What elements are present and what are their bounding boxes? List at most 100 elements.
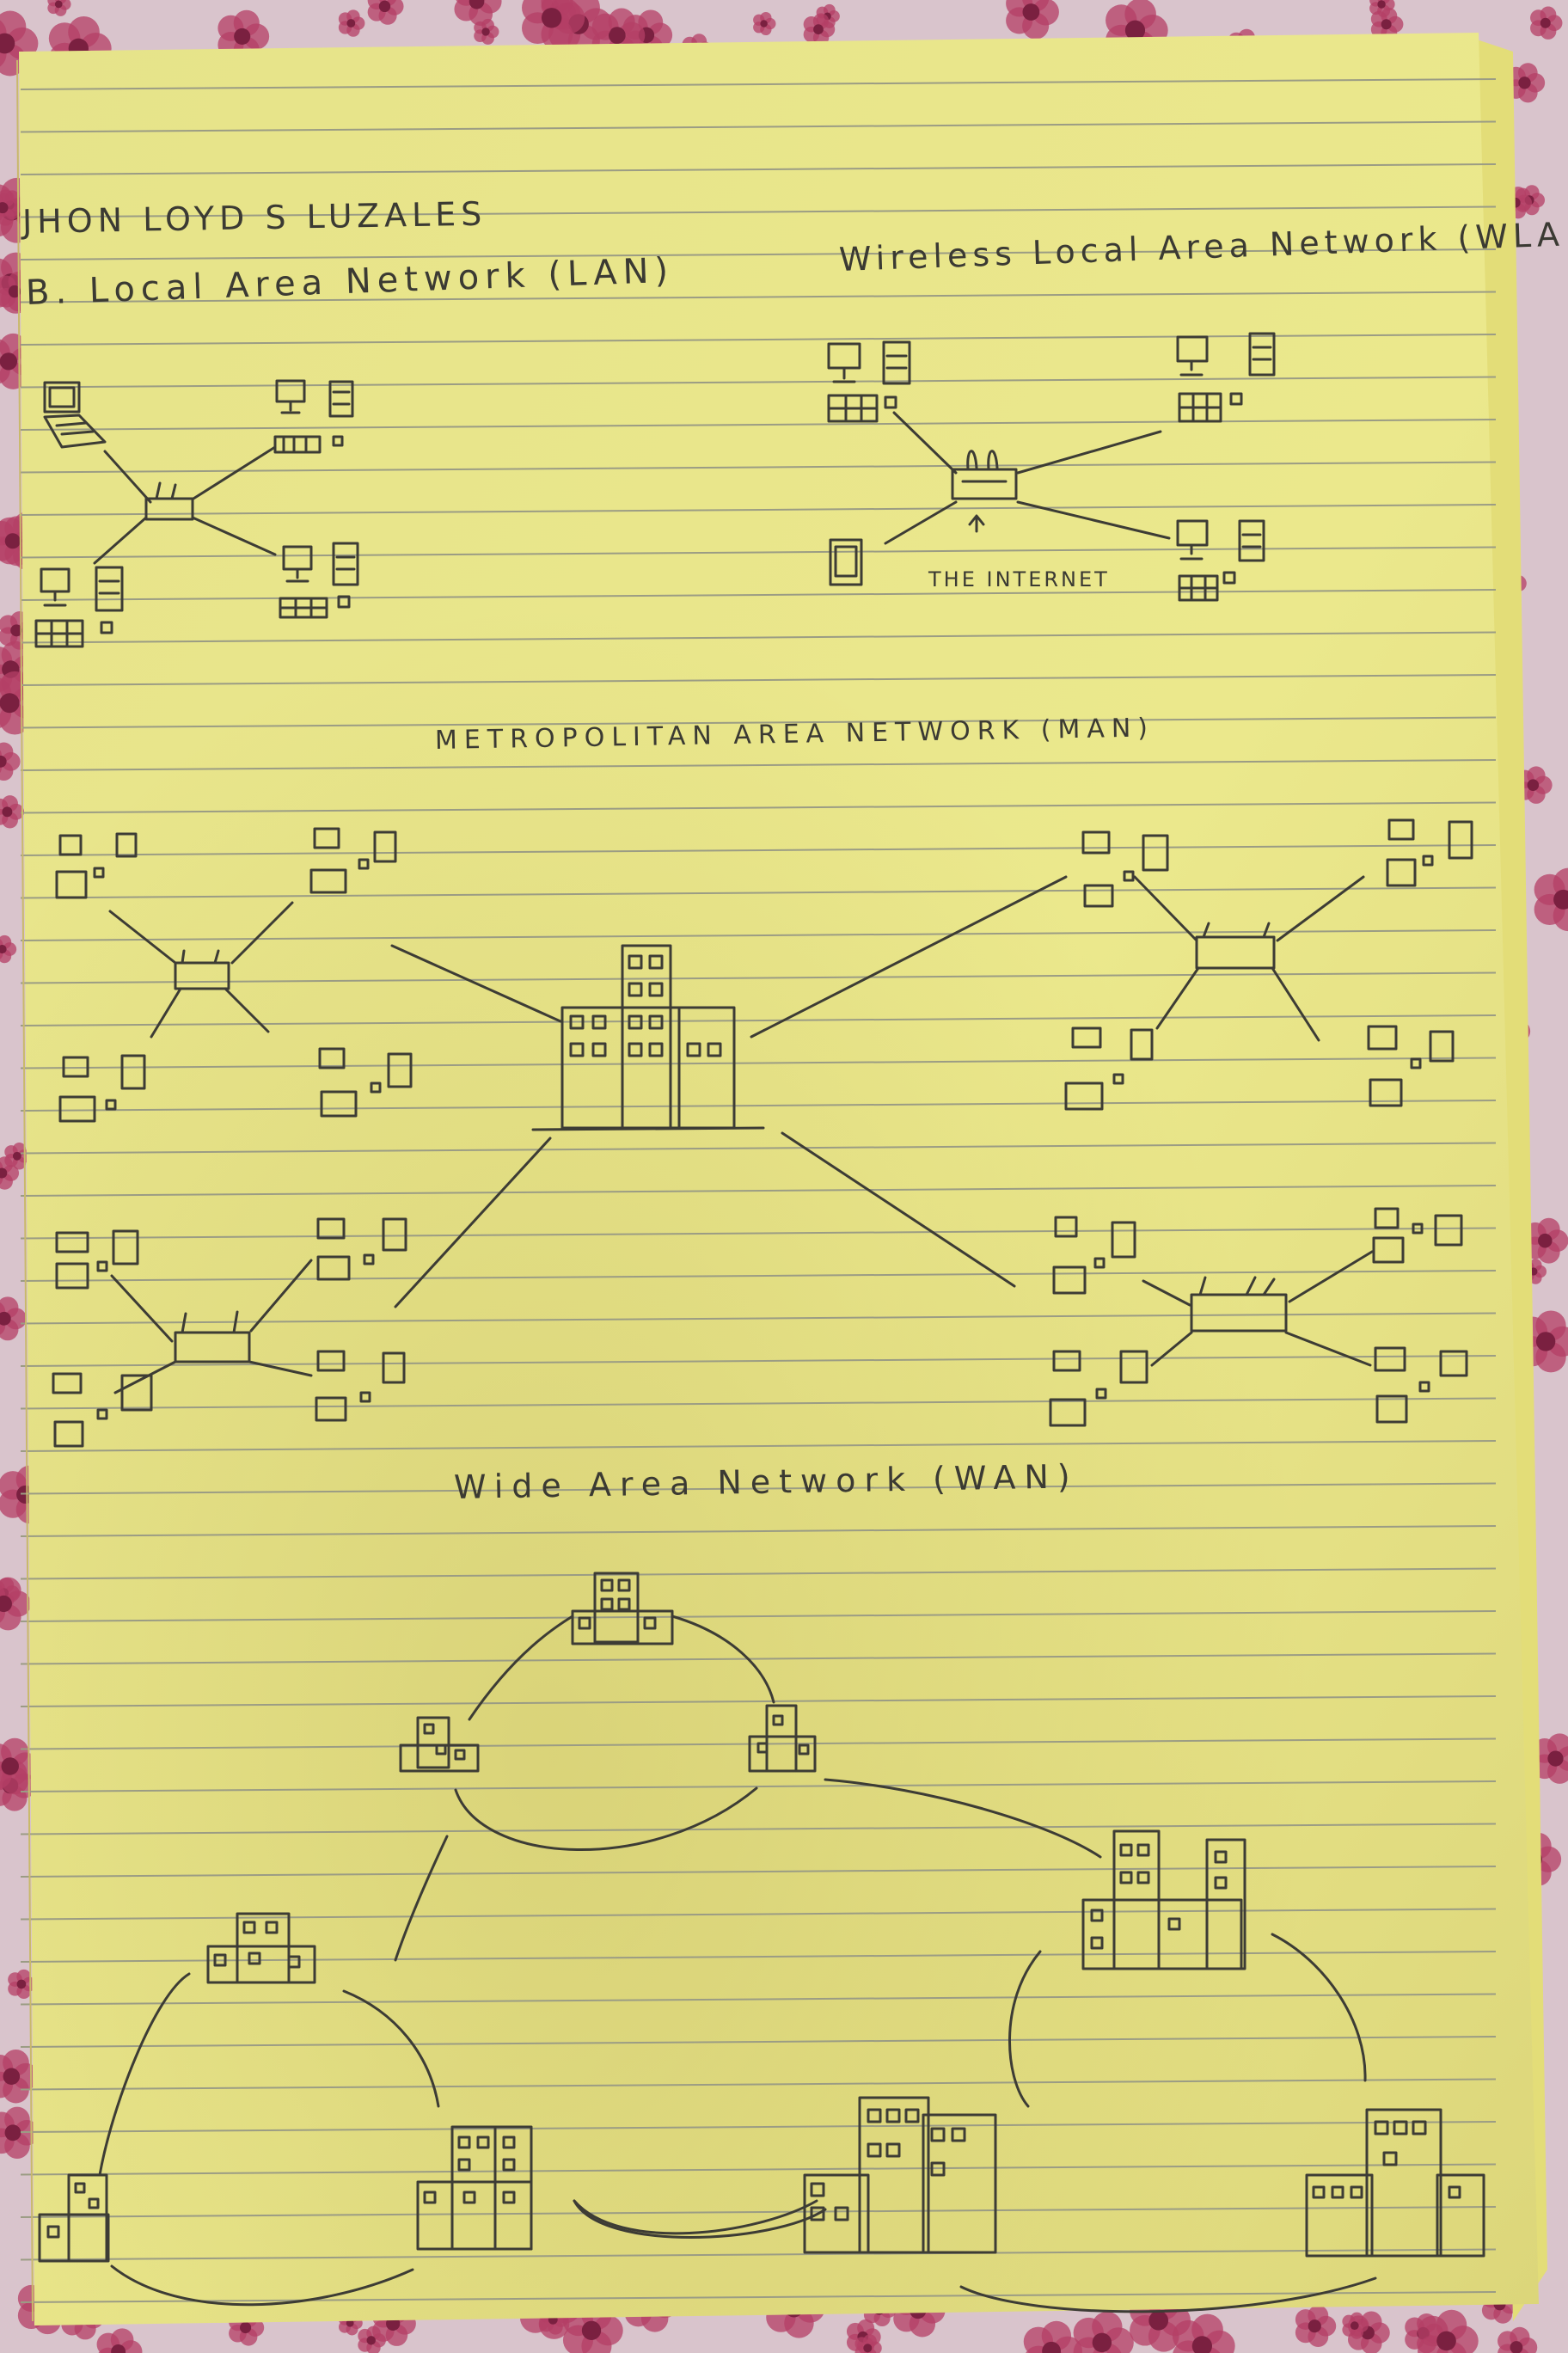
rule-line [20, 1567, 1497, 1580]
rule-line [20, 2206, 1497, 2218]
rule-line [20, 205, 1497, 218]
rule-line [20, 2121, 1497, 2133]
rule-line [20, 759, 1497, 771]
flower-icon [1498, 2326, 1538, 2353]
margin-line [16, 59, 34, 2322]
computer-icon [1176, 332, 1276, 423]
rule-line [20, 291, 1497, 303]
rule-line [20, 2248, 1497, 2261]
rule-line [20, 1440, 1497, 1452]
flower-icon [1006, 0, 1059, 40]
rule-line [20, 1270, 1497, 1282]
computer-icon [1386, 818, 1473, 887]
computer-icon [315, 1350, 406, 1422]
flower-icon [474, 18, 499, 45]
computer-icon [1049, 1350, 1148, 1427]
rule-line [20, 2078, 1497, 2091]
rule-line [20, 1652, 1497, 1665]
router-icon [174, 949, 230, 990]
flower-icon [1530, 6, 1563, 40]
rule-line [20, 1057, 1497, 1069]
flower-icon [1342, 2312, 1369, 2339]
man-diagram [52, 818, 1473, 1448]
flower-icon [1523, 1217, 1568, 1264]
flower-icon [1172, 2313, 1235, 2353]
flower-icon [1295, 2305, 1337, 2347]
computer-icon [279, 542, 359, 619]
building-icon [38, 2173, 110, 2263]
flower-icon [0, 2049, 40, 2104]
building-icon [206, 1912, 316, 1984]
building-icon [803, 2096, 997, 2254]
computer-icon [1372, 1207, 1463, 1264]
rule-line [20, 674, 1497, 686]
flower-icon [854, 2334, 882, 2353]
computer-icon [318, 1047, 413, 1118]
rule-line [20, 1823, 1497, 1835]
rule-line [20, 419, 1497, 431]
rule-line [20, 376, 1497, 389]
computer-icon [827, 340, 911, 423]
rule-line [20, 1100, 1497, 1112]
computer-icon [309, 827, 397, 894]
flower-icon [1023, 2320, 1082, 2353]
rule-line [20, 248, 1497, 260]
flower-icon [96, 2328, 143, 2353]
rule-line [20, 1482, 1497, 1495]
rule-line [20, 1695, 1497, 1707]
wlan-diagram [827, 332, 1276, 602]
wan-diagram [38, 1572, 1485, 2313]
man-lan-cluster [52, 1217, 407, 1448]
flower-icon [1534, 867, 1568, 932]
rule-line [20, 631, 1497, 644]
man-lan-cluster [55, 827, 413, 1123]
laptop-icon [43, 381, 107, 449]
rule-line [20, 120, 1497, 133]
rule-line [20, 1014, 1497, 1026]
computer-icon [1064, 1026, 1154, 1111]
rule-line [20, 504, 1497, 516]
flower-icon [1506, 63, 1546, 103]
man-lan-cluster [1064, 818, 1473, 1111]
computer-icon [1367, 1025, 1455, 1107]
flower-icon [1369, 0, 1395, 18]
rule-line [20, 1951, 1497, 1963]
lan-diagram [34, 379, 359, 648]
rule-line [20, 1312, 1497, 1325]
flower-icon [0, 934, 17, 964]
rule-line [20, 1142, 1497, 1155]
flower-icon [0, 742, 21, 781]
rule-line [20, 1908, 1497, 1921]
rule-line [20, 1866, 1497, 1878]
rule-line [20, 929, 1497, 941]
router-icon [1195, 922, 1276, 970]
internet-arrow-icon [968, 514, 985, 533]
rule-line [20, 1397, 1497, 1410]
rule-line [20, 2036, 1497, 2048]
internet-label: THE INTERNET [928, 567, 1110, 591]
rule-line [20, 844, 1497, 856]
router-icon [1190, 1276, 1288, 1333]
building-icon [399, 1716, 480, 1773]
flower-icon [0, 795, 25, 829]
flower-icon [367, 0, 404, 25]
computer-icon [1081, 830, 1169, 908]
building-icon [531, 944, 765, 1131]
computer-icon [58, 1054, 146, 1123]
building-icon [748, 1704, 817, 1773]
author-name: JHON LOYD S LUZALES [21, 194, 487, 241]
rule-line [20, 1610, 1497, 1622]
rule-line [20, 2163, 1497, 2176]
flower-icon [454, 0, 502, 27]
flower-icon [522, 0, 585, 51]
rule-line [20, 1227, 1497, 1240]
router-icon [144, 481, 194, 521]
computer-icon [52, 1372, 153, 1448]
flower-icon [753, 11, 776, 36]
flower-icon [0, 189, 21, 226]
router-icon [174, 1310, 251, 1363]
rule-line [20, 461, 1497, 474]
flower-icon [1073, 2311, 1134, 2353]
